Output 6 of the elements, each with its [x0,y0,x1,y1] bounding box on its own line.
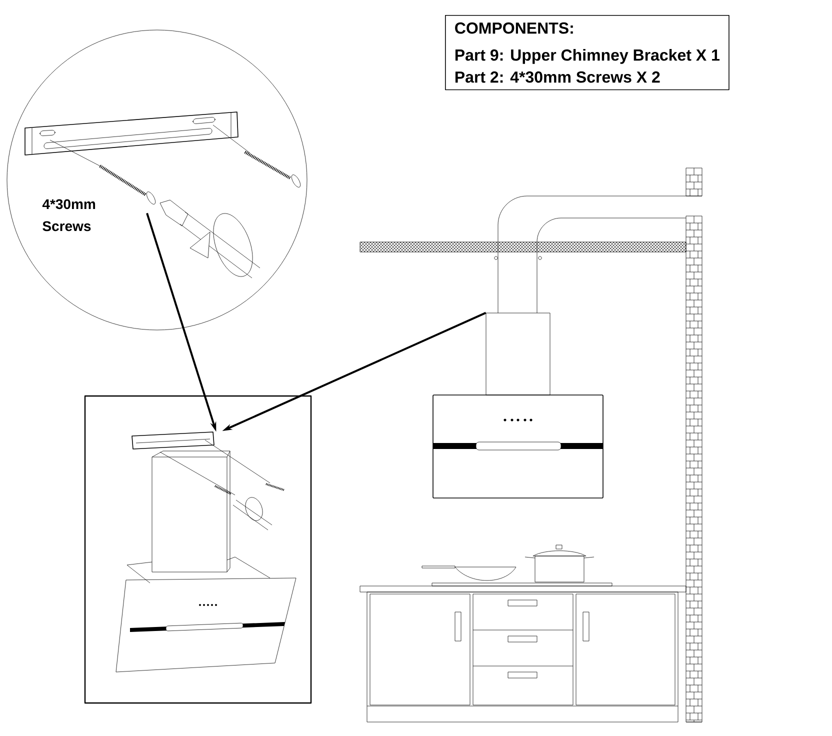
bracket-drawing [132,432,214,450]
screw-label: 4*30mm Screws [42,199,96,232]
chimney-drawing [486,312,550,396]
components-box: COMPONENTS: Part 9: Upper Chimney Bracket X 1 Part 2: 4*30mm Screws X 2 [445,15,730,90]
detail-box [84,395,312,704]
screw-drawing [99,164,156,204]
